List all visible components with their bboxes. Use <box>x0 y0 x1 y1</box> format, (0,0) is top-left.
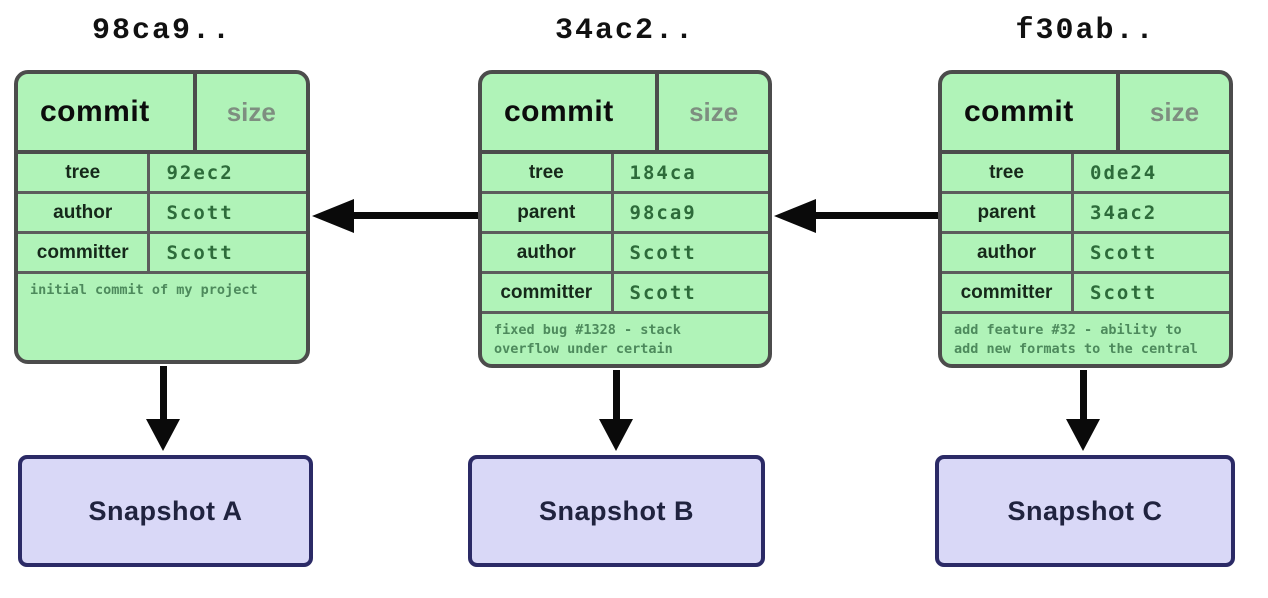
snapshot-label: Snapshot A <box>88 495 243 526</box>
arrow-shaft <box>350 212 478 219</box>
arrow-shaft <box>160 366 167 420</box>
arrow-shaft <box>812 212 938 219</box>
field-value: Scott <box>166 241 234 264</box>
field-value: Scott <box>166 201 234 224</box>
commit-id-label: 98ca9.. <box>91 14 233 48</box>
field-value: Scott <box>629 241 697 264</box>
field-value: 184ca <box>629 161 697 184</box>
commit-object: commit size tree 184ca parent 98ca9 auth… <box>478 70 772 368</box>
commit-message-line: overflow under certain <box>494 341 673 357</box>
commit-message-line: add feature #32 - ability to <box>954 322 1182 338</box>
arrow-head <box>1066 419 1100 451</box>
field-label: parent <box>942 194 1075 231</box>
field-label: committer <box>482 274 614 311</box>
commit-field-row: author Scott <box>482 234 768 274</box>
field-label: author <box>942 234 1075 271</box>
field-label: tree <box>18 154 151 191</box>
commit-field-row: committer Scott <box>482 274 768 314</box>
commit-id-label: 34ac2.. <box>554 14 696 48</box>
commit-field-row: tree 0de24 <box>942 154 1229 194</box>
commit-header: commit size <box>482 74 768 154</box>
field-label: committer <box>18 234 151 271</box>
field-label: parent <box>482 194 614 231</box>
arrow-head <box>599 419 633 451</box>
field-label: tree <box>482 154 614 191</box>
commit-field-row: tree 184ca <box>482 154 768 194</box>
size-cell: size <box>1149 96 1200 127</box>
field-label: author <box>18 194 151 231</box>
commit-id-label: f30ab.. <box>1015 14 1156 48</box>
commit-header: commit size <box>18 74 306 154</box>
arrow-shaft <box>613 370 620 420</box>
field-value: 98ca9 <box>629 201 697 224</box>
commit-field-row: parent 98ca9 <box>482 194 768 234</box>
field-value: 92ec2 <box>166 161 234 184</box>
field-value: Scott <box>629 281 697 304</box>
commit-message-line: fixed bug #1328 - stack <box>494 322 681 338</box>
size-cell: size <box>689 96 739 127</box>
commit-field-row: author Scott <box>942 234 1229 274</box>
snapshot-box: Snapshot A <box>18 455 313 567</box>
commit-message: fixed bug #1328 - stack overflow under c… <box>482 314 768 364</box>
size-cell: size <box>226 96 276 127</box>
commit-type-cell: commit <box>942 74 1120 150</box>
commit-message-line: initial commit of my project <box>30 282 258 298</box>
snapshot-label: Snapshot C <box>1007 495 1163 526</box>
commit-message: initial commit of my project <box>18 274 306 360</box>
field-label: committer <box>942 274 1075 311</box>
commit-message-line: add new formats to the central <box>954 341 1198 357</box>
snapshot-box: Snapshot C <box>935 455 1235 567</box>
field-value: Scott <box>1090 281 1158 304</box>
commit-header: commit size <box>942 74 1229 154</box>
commit-type-cell: commit <box>482 74 660 150</box>
field-value: 34ac2 <box>1090 201 1158 224</box>
arrow-head <box>146 419 180 451</box>
snapshot-box: Snapshot B <box>468 455 765 567</box>
arrow-shaft <box>1080 370 1087 420</box>
commit-message: add feature #32 - ability to add new for… <box>942 314 1229 364</box>
commit-field-row: parent 34ac2 <box>942 194 1229 234</box>
commit-type-cell: commit <box>18 74 197 150</box>
field-label: tree <box>942 154 1075 191</box>
commit-field-row: tree 92ec2 <box>18 154 306 194</box>
snapshot-label: Snapshot B <box>538 495 694 526</box>
commit-object: commit size tree 0de24 parent 34ac2 auth… <box>938 70 1233 368</box>
commit-field-row: author Scott <box>18 194 306 234</box>
field-value: 0de24 <box>1090 161 1158 184</box>
arrow-head <box>312 199 354 233</box>
field-label: author <box>482 234 614 271</box>
commit-field-row: committer Scott <box>18 234 306 274</box>
field-value: Scott <box>1090 241 1158 264</box>
commit-object: commit size tree 92ec2 author Scott comm… <box>14 70 310 364</box>
commit-field-row: committer Scott <box>942 274 1229 314</box>
arrow-head <box>774 199 816 233</box>
